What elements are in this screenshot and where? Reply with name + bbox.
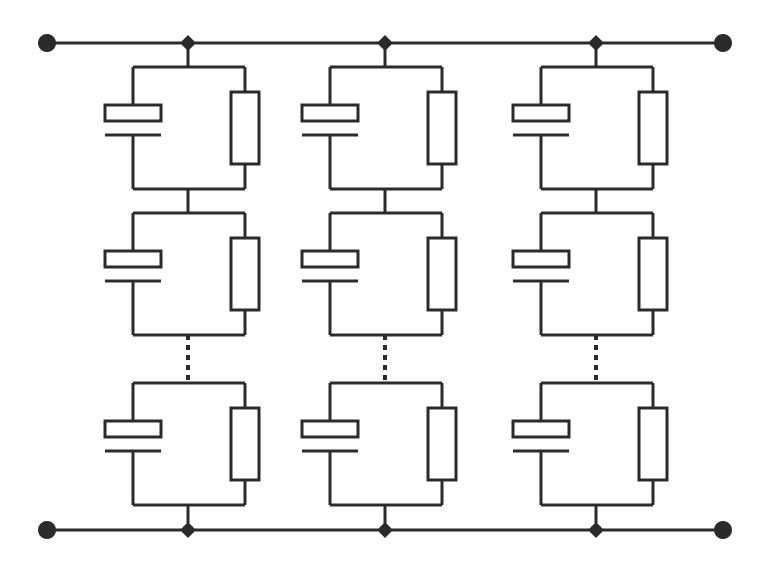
capacitor-plate-top bbox=[103, 249, 163, 269]
junction-top-1 bbox=[180, 35, 196, 51]
rc-cell bbox=[300, 381, 458, 507]
rc-cell bbox=[511, 211, 669, 337]
junction-bottom-1 bbox=[180, 522, 196, 538]
capacitor-plate-top bbox=[511, 249, 571, 269]
junction-bottom-2 bbox=[377, 522, 393, 538]
resistor bbox=[229, 406, 261, 482]
junction-bottom-3 bbox=[588, 522, 604, 538]
capacitor-plate-top bbox=[300, 249, 360, 269]
junction-top-2 bbox=[377, 35, 393, 51]
junction-top-3 bbox=[588, 35, 604, 51]
capacitor-plate-top bbox=[511, 103, 571, 123]
capacitor-plate-top bbox=[103, 419, 163, 439]
resistor bbox=[426, 406, 458, 482]
resistor bbox=[229, 90, 261, 166]
rc-cell bbox=[511, 381, 669, 507]
terminal-top-left bbox=[38, 34, 56, 52]
terminal-top-right bbox=[714, 34, 732, 52]
resistor bbox=[637, 406, 669, 482]
resistor bbox=[229, 236, 261, 312]
terminal-bottom-right bbox=[714, 521, 732, 539]
terminal-bottom-left bbox=[38, 521, 56, 539]
rc-cell bbox=[511, 65, 669, 191]
resistor bbox=[637, 90, 669, 166]
capacitor-plate-top bbox=[300, 103, 360, 123]
rc-cell bbox=[300, 65, 458, 191]
rc-cell bbox=[300, 211, 458, 337]
capacitor-plate-top bbox=[511, 419, 571, 439]
resistor bbox=[426, 236, 458, 312]
capacitor-plate-top bbox=[300, 419, 360, 439]
capacitor-plate-top bbox=[103, 103, 163, 123]
branch-2 bbox=[300, 43, 458, 530]
branch-3 bbox=[511, 43, 669, 530]
resistor bbox=[426, 90, 458, 166]
rc-cell bbox=[103, 65, 261, 191]
rc-cell bbox=[103, 381, 261, 507]
rc-cell bbox=[103, 211, 261, 337]
branch-1 bbox=[103, 43, 261, 530]
resistor bbox=[637, 236, 669, 312]
